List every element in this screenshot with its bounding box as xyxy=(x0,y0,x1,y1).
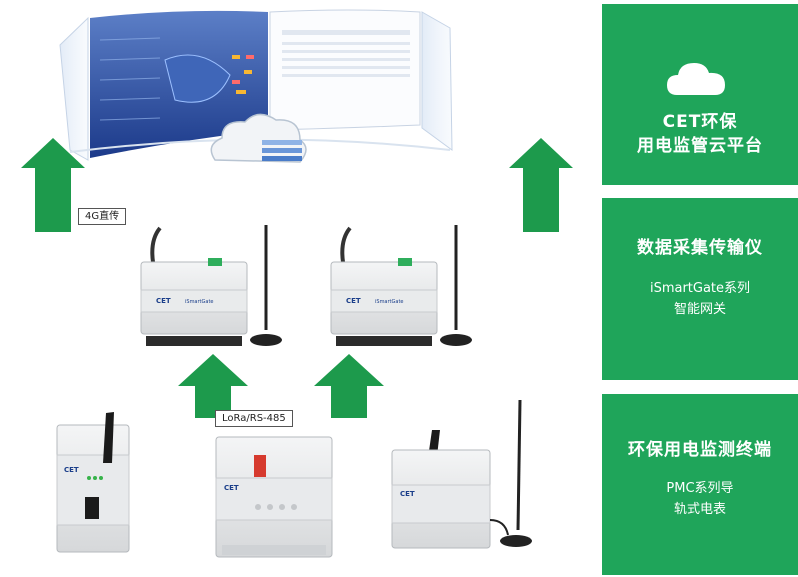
gateway-brand-label: CET xyxy=(346,297,361,305)
panel-subtitle-line: iSmartGate系列 xyxy=(649,281,751,296)
panel-title: 环保用电监测终端 xyxy=(628,440,772,460)
panel-cloud-platform: CET环保 用电监管云平台 xyxy=(602,4,798,185)
panel-title-line: 用电监管云平台 xyxy=(637,136,763,156)
meter-brand-label: CET xyxy=(400,490,415,498)
panel-subtitle-line: 轨式电表 xyxy=(673,502,726,517)
panel-subtitle-line: 智能网关 xyxy=(673,302,726,317)
arrow-up-mid-left-icon xyxy=(178,354,248,418)
arrow-up-right-icon xyxy=(509,138,573,232)
cloud-icon xyxy=(667,63,725,95)
cloud-platform-screens xyxy=(59,9,453,163)
meter-device-2: CET xyxy=(215,436,333,558)
meter-device-1: CET xyxy=(56,412,130,553)
gateway-brand-label: CET xyxy=(156,297,171,305)
gateway-model-label: iSmartGate xyxy=(375,299,404,305)
uplink-arrows xyxy=(21,138,573,418)
panel-subtitle-line: PMC系列导 xyxy=(666,481,734,496)
panel-data-gateway: 数据采集传输仪 iSmartGate系列 智能网关 xyxy=(602,198,798,380)
link-4g-tag: 4G直传 xyxy=(78,208,127,225)
arrow-up-mid-right-icon xyxy=(314,354,384,418)
gateway-device-1: CET iSmartGate xyxy=(140,225,282,346)
meter-device-3: CET xyxy=(391,399,532,549)
meter-brand-label: CET xyxy=(64,466,79,474)
panel-title: 数据采集传输仪 xyxy=(637,238,763,258)
arrow-up-left-icon xyxy=(21,138,85,232)
panel-title-line: CET环保 xyxy=(662,112,738,132)
meter-brand-label: CET xyxy=(224,484,239,492)
gateway-model-label: iSmartGate xyxy=(185,299,214,305)
cloud-icon xyxy=(210,113,307,163)
panel-monitoring-terminal: 环保用电监测终端 PMC系列导 轨式电表 xyxy=(602,394,798,575)
gateway-device-2: CET iSmartGate xyxy=(330,225,472,346)
link-lora-tag: LoRa/RS-485 xyxy=(215,410,293,427)
